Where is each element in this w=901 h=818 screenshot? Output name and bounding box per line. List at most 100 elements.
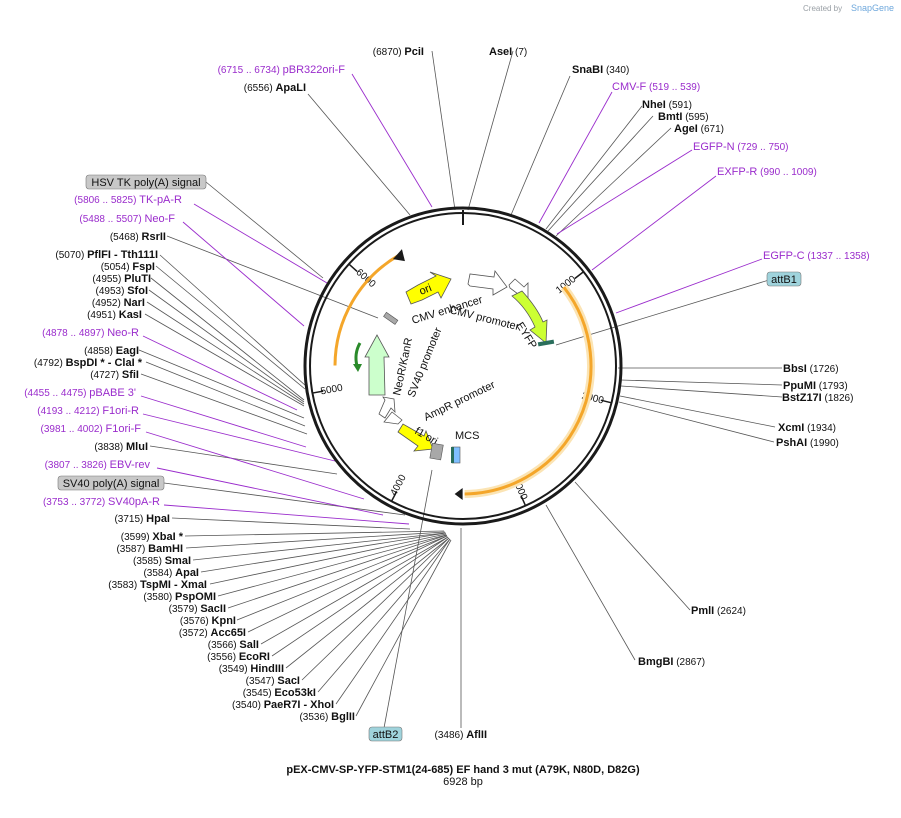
- site-pos: (3715): [114, 514, 146, 525]
- site-name: XbaI *: [152, 531, 183, 543]
- tick-1000: [574, 271, 584, 280]
- site-name: AgeI: [674, 123, 698, 135]
- inner-features: ori CMV enhancer CMV promoter EYFP NeoR/…: [353, 270, 555, 464]
- primer-name: Neo-R: [107, 327, 139, 339]
- site-pos: (671): [698, 124, 724, 135]
- site-mlui: (3838) MluI: [94, 441, 148, 453]
- site-rsrii: (5468) RsrII: [110, 231, 166, 243]
- site-bbsi: BbsI (1726): [783, 363, 839, 375]
- mcs-label: MCS: [455, 430, 479, 442]
- sv40-promoter-label: SV40 promoter: [406, 326, 445, 399]
- neo-inner-green-arrow: [354, 342, 362, 367]
- site-name: SfoI: [127, 285, 148, 297]
- site-pos: (3584): [143, 568, 175, 579]
- site-pos: (3536): [299, 712, 331, 723]
- snapgene-brand: SnapGene: [851, 3, 894, 13]
- site-acc65i: (3572) Acc65I: [179, 627, 246, 639]
- tick-2000: [600, 399, 612, 404]
- primer-neo-r: (4878 .. 4897) Neo-R: [42, 327, 139, 339]
- site-name: BglII: [331, 711, 355, 723]
- primer-egfp-n: EGFP-N (729 .. 750): [693, 141, 788, 153]
- primer-range: (519 .. 539): [646, 82, 700, 93]
- site-name: PaeR7I: [264, 699, 301, 711]
- site-name: Acc65I: [211, 627, 246, 639]
- primer-range: (4878 .. 4897): [42, 328, 107, 339]
- site-name: EagI: [116, 345, 139, 357]
- tick-6000: [348, 263, 358, 272]
- primer-f1ori-r: (4193 .. 4212) F1ori-R: [37, 405, 139, 417]
- site-pos: (3545): [243, 688, 275, 699]
- site-pcii: (6870) PciI: [373, 46, 424, 58]
- site-pos: (3585): [133, 556, 165, 567]
- site-name: TspMI: [140, 579, 171, 591]
- site-name: BstZ17I: [782, 392, 822, 404]
- site-name: SfiI: [122, 369, 139, 381]
- f1-ori-arrow: [397, 423, 434, 452]
- site-name: SacI: [277, 675, 300, 687]
- primer-range: (4193 .. 4212): [37, 406, 102, 417]
- site-name: HindIII: [250, 663, 284, 675]
- site-pos: (3583): [108, 580, 140, 591]
- primer-range: (729 .. 750): [735, 142, 789, 153]
- tick-label-4000: 4000: [389, 473, 409, 498]
- primer-pbr322ori-f: (6715 .. 6734) pBR322ori-F: [218, 64, 346, 76]
- site-pflfi: (5070) PflFI - Tth111I: [55, 249, 158, 261]
- primer-pbabe-3: (4455 .. 4475) pBABE 3': [24, 387, 136, 399]
- site-pos: (4951): [87, 310, 119, 321]
- tick-label-6000: 6000: [354, 267, 378, 290]
- site-name: SnaBI: [572, 64, 603, 76]
- primer-name: EGFP-N: [693, 141, 735, 153]
- primer-sv40pa-r: (3753 .. 3772) SV40pA-R: [43, 496, 160, 508]
- tick-label-5000: 5000: [320, 383, 344, 398]
- site-name: HpaI: [146, 513, 170, 525]
- site-sacii: (3579) SacII: [169, 603, 226, 615]
- site-extra: - XmaI: [171, 579, 207, 591]
- primer-name: pBR322ori-F: [283, 64, 346, 76]
- primer-range: (3753 .. 3772): [43, 497, 108, 508]
- primer-egfp-c: EGFP-C (1337 .. 1358): [763, 250, 870, 262]
- site-apali: (6556) ApaLI: [244, 82, 306, 94]
- primer-name: EBV-rev: [110, 459, 151, 471]
- site-sfoi: (4953) SfoI: [96, 285, 148, 297]
- site-pos: (4952): [92, 298, 124, 309]
- eyfp-arrow: [511, 290, 548, 344]
- site-name: AseI: [489, 46, 512, 58]
- site-extra: - XhoI: [300, 699, 334, 711]
- site-kasi: (4951) KasI: [87, 309, 142, 321]
- site-apai: (3584) ApaI: [143, 567, 199, 579]
- primer-range: (4455 .. 4475): [24, 388, 89, 399]
- site-pos: (2624): [714, 606, 746, 617]
- site-name: PspOMI: [175, 591, 216, 603]
- neo-orf-head: [392, 249, 405, 262]
- site-pluti: (4955) PluTI: [92, 273, 151, 285]
- site-name: BamHI: [148, 543, 183, 555]
- site-hpai: (3715) HpaI: [114, 513, 170, 525]
- sv40-polya-box: [429, 442, 444, 461]
- primer-cmv-f: CMV-F (519 .. 539): [612, 81, 700, 93]
- primer-name: CMV-F: [612, 81, 647, 93]
- primer-name: pBABE 3': [89, 387, 136, 399]
- stm1-orf-head: [454, 487, 463, 500]
- site-bglii: (3536) BglII: [299, 711, 355, 723]
- feature-box-label: HSV TK poly(A) signal: [91, 177, 200, 189]
- neo-orf-arc: [333, 253, 400, 366]
- ori-arrow: [405, 271, 452, 305]
- primer-name: SV40pA-R: [108, 496, 160, 508]
- site-name: PflFI: [87, 249, 111, 261]
- site-pos: (2867): [673, 657, 705, 668]
- site-pos: (3838): [94, 442, 126, 453]
- feature-box-hsv-tk-poly-a-signal: HSV TK poly(A) signal: [85, 174, 207, 190]
- plasmid-length: 6928 bp: [443, 776, 483, 788]
- site-pos: (4953): [96, 286, 128, 297]
- site-pos: (3599): [121, 532, 153, 543]
- site-pos: (591): [666, 100, 692, 111]
- site-name: ApaI: [175, 567, 199, 579]
- tick-4000: [390, 491, 398, 502]
- site-name: PshAI: [776, 437, 807, 449]
- primer-range: (990 .. 1009): [757, 167, 816, 178]
- site-pos: (6870): [373, 47, 405, 58]
- site-pos: (3556): [207, 652, 239, 663]
- site-pos: (4955): [92, 274, 124, 285]
- site-name: NheI: [642, 99, 666, 111]
- site-name: KpnI: [212, 615, 236, 627]
